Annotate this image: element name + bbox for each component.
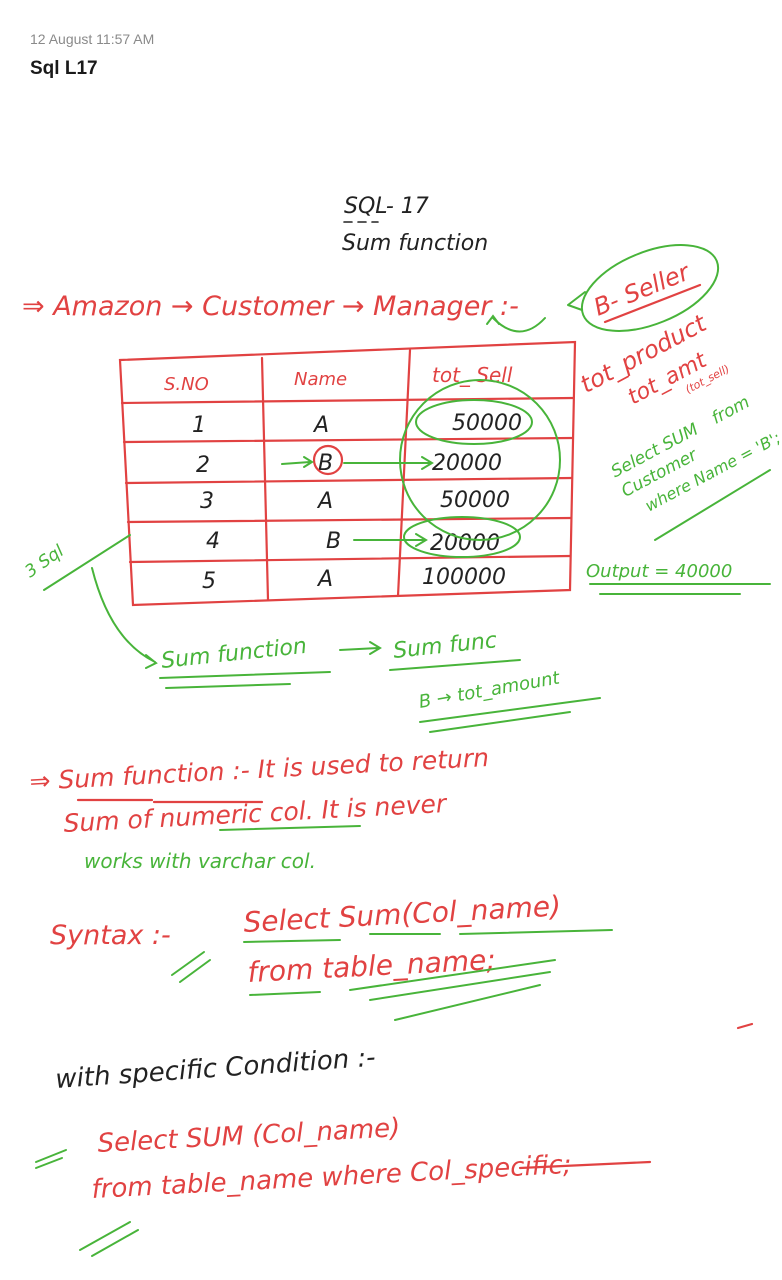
note-timestamp: 12 August 11:57 AM: [30, 31, 155, 47]
table-cell: 50000: [440, 488, 510, 513]
syntax-label: Syntax :-: [50, 920, 171, 951]
amazon-flow: ⇒ Amazon → Customer → Manager :-: [22, 291, 519, 322]
syntax-line-2: from table_name;: [247, 943, 497, 989]
note-heading: SQL- 17: [344, 194, 429, 219]
table-cell: 3: [200, 489, 214, 514]
sum-flow-underline: [159, 671, 331, 689]
note-subheading: Sum function: [342, 231, 488, 256]
sum-flow-left: Sum function: [160, 634, 308, 674]
highlight-circle: [403, 516, 521, 558]
arrow-marker: [35, 1149, 67, 1169]
syntax-line-1: Select Sum(Col_name): [243, 889, 562, 939]
syntax-underline: [369, 971, 551, 1021]
b-seller-underline: [603, 283, 702, 324]
sql-count-label: 3 Sql: [21, 541, 68, 582]
table-header-name: Name: [294, 369, 347, 390]
table-cell: 20000: [430, 531, 500, 556]
table-cell: A: [312, 413, 329, 438]
arrow-right-icon: [339, 641, 382, 655]
side-note-underline: [654, 469, 771, 541]
table-header-sno: S.NO: [164, 374, 209, 395]
table-cell: 2: [196, 453, 210, 478]
definition-underline: [76, 798, 264, 804]
arrow-head-icon: [486, 314, 500, 325]
syntax-marker: [171, 951, 211, 983]
side-note-output: Output = 40000: [586, 561, 732, 582]
highlight-circle: [415, 399, 533, 445]
arrow-right-icon: [281, 456, 314, 468]
definition-line-1: ⇒ Sum function :- It is used to return: [29, 743, 490, 796]
specific-line-2: from table_name where Col_specific;: [91, 1150, 573, 1205]
sql-label-underline: [43, 534, 131, 591]
arrow-right-icon: [353, 533, 428, 547]
numeric-underline: [219, 825, 361, 831]
definition-line-3: works with varchar col.: [84, 849, 316, 873]
table-cell: A: [316, 489, 333, 514]
table-cell: A: [316, 567, 333, 592]
table-cell: 50000: [452, 411, 522, 436]
curve-arrow-icon: [91, 567, 158, 669]
sales-table: [118, 340, 577, 607]
tot-amount-underline: [419, 697, 601, 733]
syntax-underline: [243, 929, 613, 943]
table-cell: 5: [202, 569, 216, 594]
table-cell: 100000: [422, 565, 506, 590]
table-cell: 20000: [432, 451, 502, 476]
dash-mark: [736, 1022, 754, 1030]
b-seller-circle: [580, 244, 720, 332]
table-cell: 4: [206, 529, 220, 554]
table-cell: B: [318, 451, 333, 476]
note-title[interactable]: Sql L17: [30, 58, 98, 79]
side-note-from: from: [708, 392, 753, 428]
definition-line-2: Sum of numeric col. It is never: [63, 789, 449, 838]
table-cell: 1: [192, 413, 206, 438]
specific-condition-label: with specific Condition :-: [54, 1043, 376, 1095]
syntax-underline: [249, 959, 556, 996]
highlight-b-circle: [312, 444, 344, 476]
table-cell: B: [326, 529, 341, 554]
col-specific-underline: [518, 1160, 652, 1170]
sum-flow-right: Sum func: [392, 628, 498, 664]
specific-line-1: Select SUM (Col_name): [97, 1113, 401, 1159]
side-notes: tot_product tot_amt (tot_sell) Select SU…: [576, 308, 782, 515]
bottom-marker: [79, 1221, 139, 1257]
arrow-left-icon: [567, 291, 586, 311]
arrow-right-icon: [343, 456, 434, 470]
highlight-circle-large: [399, 379, 561, 541]
output-underline: [589, 583, 771, 595]
b-seller-label: B- Seller: [590, 257, 695, 321]
sum-flow-underline: [389, 659, 521, 671]
